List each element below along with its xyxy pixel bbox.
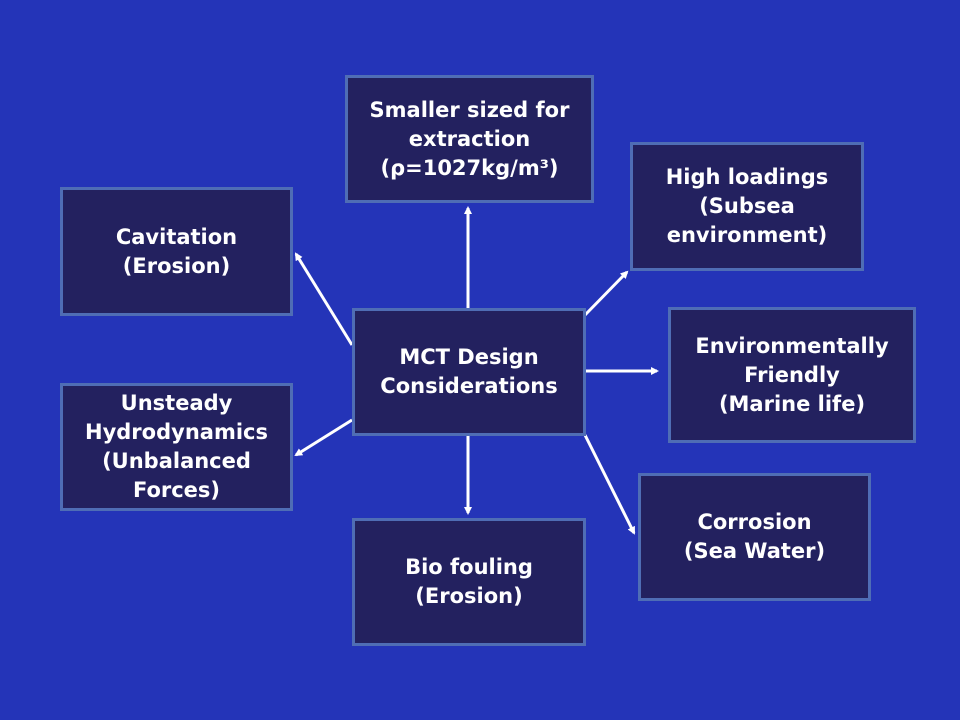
node-line: (ρ=1027kg/m³) [380,155,559,180]
node-line: Hydrodynamics [85,420,268,444]
node-line: MCT Design [399,345,539,369]
node-cavitation: Cavitation (Erosion) [60,187,293,316]
node-line: (Unbalanced [102,449,251,473]
node-biofouling: Bio fouling (Erosion) [352,518,586,646]
node-line: Bio fouling [405,555,533,579]
node-line: Smaller sized for [369,97,570,122]
node-line: High loadings [665,165,829,189]
node-line: Cavitation [115,224,238,249]
node-loadings: High loadings (Subsea environment) [630,142,864,271]
node-line: Forces) [132,478,221,502]
node-line: Corrosion [697,510,812,534]
node-line: Environmentally [695,333,889,358]
node-line: (Erosion) [122,253,231,278]
node-line: environment) [666,223,828,247]
node-line: Friendly [744,362,840,387]
arrow-to-corrosion [583,434,636,535]
node-center: MCT Design Considerations [352,308,586,436]
arrow-to-cavitation [294,252,354,346]
node-corrosion: Corrosion (Sea Water) [638,473,871,601]
node-line: extraction [408,126,531,151]
node-unsteady: Unsteady Hydrodynamics (Unbalanced Force… [60,383,293,511]
arrow-to-loadings [583,270,629,317]
node-environment: Environmentally Friendly (Marine life) [668,307,916,443]
node-size: Smaller sized for extraction (ρ=1027kg/m… [345,75,594,203]
node-line: (Erosion) [415,584,523,608]
node-line: (Sea Water) [683,539,826,563]
node-line: (Subsea [699,194,795,218]
arrow-to-unsteady [294,418,353,457]
node-line: (Marine life) [718,391,866,416]
node-line: Unsteady [120,391,233,415]
node-line: Considerations [380,374,558,398]
